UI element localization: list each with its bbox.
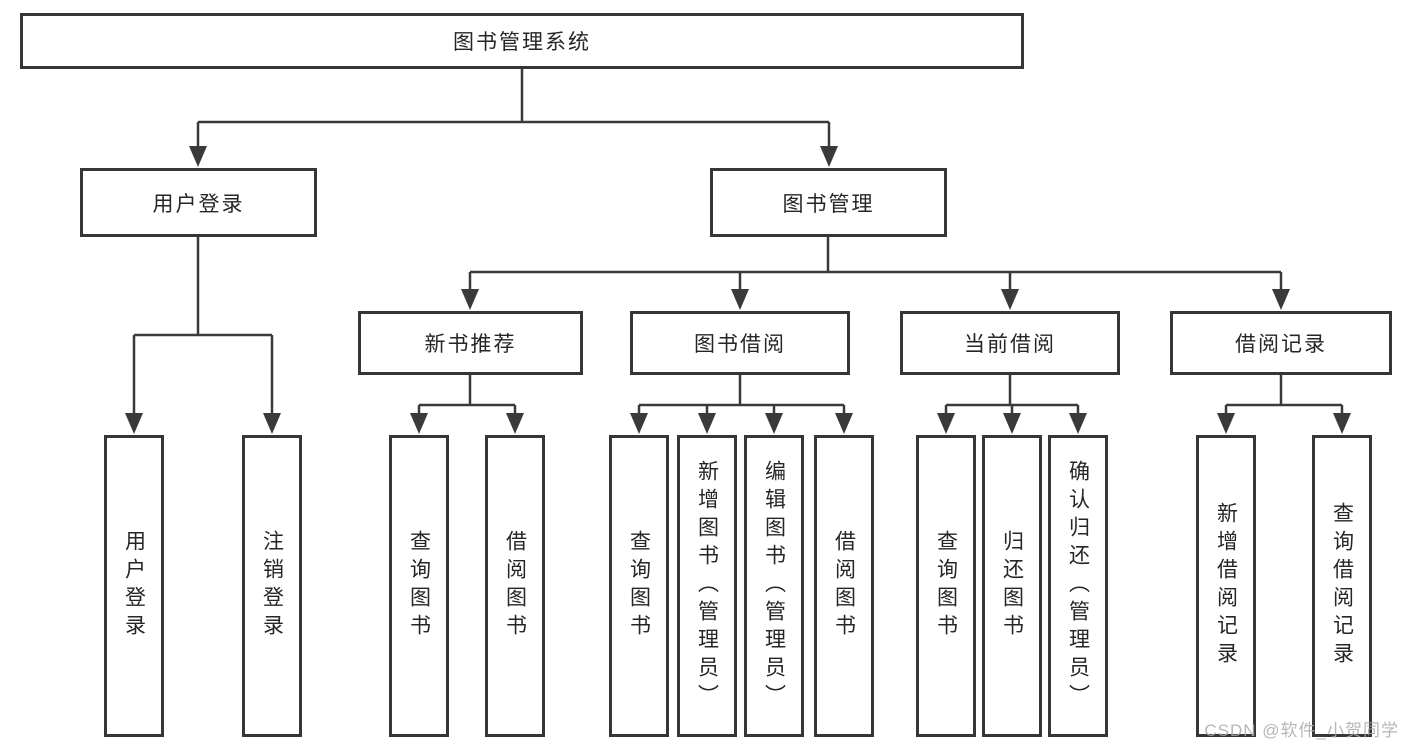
connector-edges — [132, 69, 1344, 417]
node-book-management: 图书管理 — [710, 168, 947, 237]
leaf-nbr-borrow-books: 借阅图书 — [485, 435, 545, 737]
node-borrow-records: 借阅记录 — [1170, 311, 1392, 375]
node-book-borrow: 图书借阅 — [630, 311, 850, 375]
leaf-user-login: 用户登录 — [104, 435, 164, 737]
leaf-cb-return-books: 归还图书 — [982, 435, 1042, 737]
leaf-bb-borrow-books: 借阅图书 — [814, 435, 874, 737]
leaf-br-add-record: 新增借阅记录 — [1196, 435, 1256, 737]
leaf-br-query-record: 查询借阅记录 — [1312, 435, 1372, 737]
csdn-watermark: CSDN @软件_小贺同学 — [1204, 721, 1399, 740]
leaf-cb-confirm-return-admin: 确认归还（管理员） — [1048, 435, 1108, 737]
node-user-login: 用户登录 — [80, 168, 317, 237]
node-current-borrow: 当前借阅 — [900, 311, 1120, 375]
leaf-logout-login: 注销登录 — [242, 435, 302, 737]
node-library-system: 图书管理系统 — [20, 13, 1024, 69]
leaf-bb-add-books-admin: 新增图书（管理员） — [677, 435, 737, 737]
leaf-cb-query-books: 查询图书 — [916, 435, 976, 737]
leaf-bb-query-books: 查询图书 — [609, 435, 669, 737]
leaf-bb-edit-books-admin: 编辑图书（管理员） — [744, 435, 804, 737]
node-new-book-recommend: 新书推荐 — [358, 311, 583, 375]
connector-arrowheads — [125, 146, 1351, 434]
leaf-nbr-query-books: 查询图书 — [389, 435, 449, 737]
